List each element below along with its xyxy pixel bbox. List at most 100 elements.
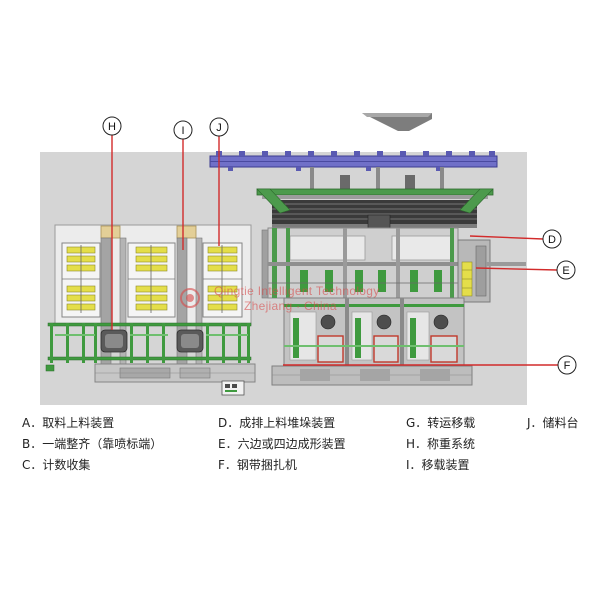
overhead-conveyor-rail-part — [308, 151, 314, 156]
overhead-structure — [362, 113, 432, 131]
side-feeder-part — [486, 262, 526, 266]
left-green-railings-part — [222, 323, 225, 363]
stacking-gantry-part — [310, 167, 314, 189]
callout-f-label: F — [564, 360, 571, 372]
strapping-bays-part — [410, 318, 416, 358]
leader-line-d — [469, 235, 544, 240]
side-feeder-part — [475, 245, 487, 297]
left-green-railings — [47, 322, 252, 363]
control-cabinet — [221, 380, 245, 396]
overhead-conveyor-rail-part — [366, 167, 371, 171]
callout-f-part — [557, 355, 577, 375]
overhead-conveyor-rail-part — [423, 151, 429, 156]
watermark-line-1: Qingtie Intelligent Technology — [214, 284, 380, 298]
left-green-railings-part — [238, 323, 241, 363]
legend-item-b: B．一端整齐（靠喷标端） — [22, 437, 163, 451]
forming-frame-part — [268, 262, 458, 266]
left-green-railings-part — [47, 356, 252, 361]
legend-item-j: J．储料台 — [527, 416, 579, 430]
stacking-gantry-part — [459, 188, 494, 214]
overhead-conveyor-rail-part — [436, 167, 441, 171]
overhead-structure-part — [362, 113, 432, 117]
callout-h-part — [102, 116, 122, 136]
material-stacks-left-part — [135, 303, 168, 311]
callout-f: F — [557, 355, 577, 375]
stacking-gantry-part — [262, 195, 488, 199]
leader-lines — [111, 135, 558, 366]
legend-item-c: C．计数收集 — [22, 458, 91, 472]
forming-frame-part — [410, 270, 418, 292]
watermark: Qingtie Intelligent Technology Zhejiang … — [180, 284, 380, 313]
left-green-railings-part — [146, 323, 149, 363]
legend-item-f: F．钢带捆扎机 — [218, 458, 297, 472]
forming-frame-part — [289, 235, 366, 261]
overhead-conveyor-rail-part — [285, 151, 291, 156]
right-machine-base-part — [420, 369, 450, 381]
material-stacks-left-part — [135, 294, 168, 302]
left-loading-machine-part — [100, 225, 121, 239]
material-stacks-left-part — [207, 255, 238, 263]
overhead-conveyor-rail-part — [239, 151, 245, 156]
overhead-conveyor-rail — [209, 151, 498, 171]
left-green-railings-part — [47, 322, 252, 327]
side-feeder — [457, 239, 526, 303]
strapping-bays-part — [284, 345, 464, 347]
stacking-gantry-part — [376, 167, 380, 189]
callout-d-part — [542, 229, 562, 249]
material-stacks-left-part — [135, 264, 168, 272]
legend-item-g: G．转运移载 — [406, 416, 476, 430]
left-lift-mechanisms — [100, 329, 204, 353]
overhead-conveyor-rail-part — [469, 151, 475, 156]
overhead-conveyor-rail-part — [331, 151, 337, 156]
forming-frame-part — [343, 228, 347, 298]
strapping-bays-part — [376, 314, 392, 330]
overhead-conveyor-rail-part — [262, 151, 268, 156]
strapping-bays-part — [373, 335, 399, 363]
forming-frame-part — [355, 270, 363, 292]
stacking-gantry-part — [256, 188, 494, 196]
legend-item-e: E．六边或四边成形装置 — [218, 437, 346, 451]
stacking-gantry-part — [405, 175, 415, 189]
watermark-logo — [180, 288, 200, 308]
material-stacks-left-part — [135, 255, 168, 263]
forming-frame-part — [434, 270, 442, 292]
forming-frame-part — [396, 228, 400, 298]
left-green-railings-part — [55, 334, 95, 336]
left-green-railings-part — [50, 323, 53, 363]
strapping-bays-part — [320, 314, 336, 330]
overhead-structure-part — [362, 113, 432, 131]
callout-j-label: J — [216, 122, 222, 134]
callout-i-label: I — [181, 125, 184, 137]
left-green-railings-part — [94, 323, 97, 363]
left-green-railings-part — [130, 334, 168, 336]
callout-h-label: H — [108, 121, 116, 133]
left-machine-base-part — [45, 364, 55, 372]
control-cabinet-part — [232, 384, 237, 388]
legend-item-a: A．取料上料装置 — [22, 416, 115, 430]
stacking-gantry-part — [440, 167, 444, 189]
right-machine-base — [271, 365, 473, 386]
leader-line-e — [475, 267, 558, 271]
forming-frame-part — [378, 270, 386, 292]
callout-e: E — [556, 260, 576, 280]
watermark-logo-inner — [186, 294, 194, 302]
forming-frame-part — [300, 270, 308, 292]
strapping-bays-part — [293, 318, 299, 358]
left-green-railings-part — [206, 323, 209, 363]
left-green-railings-part — [82, 323, 85, 363]
strapping-bays-part — [345, 298, 349, 368]
left-green-railings-part — [130, 323, 133, 363]
strapping-bays-part — [430, 335, 458, 363]
material-stacks-left-part — [135, 285, 168, 293]
overhead-conveyor-rail-part — [354, 151, 360, 156]
left-machine-base — [45, 363, 256, 383]
left-green-railings-part — [66, 323, 69, 363]
stacking-gantry-part — [256, 188, 291, 214]
forming-frame-part — [325, 270, 333, 292]
overhead-conveyor-rail-part — [377, 151, 383, 156]
stacking-gantry-part — [340, 175, 350, 189]
callout-i: I — [173, 120, 193, 140]
material-stacks-left — [62, 245, 242, 313]
left-lift-mechanisms-part — [181, 334, 199, 348]
